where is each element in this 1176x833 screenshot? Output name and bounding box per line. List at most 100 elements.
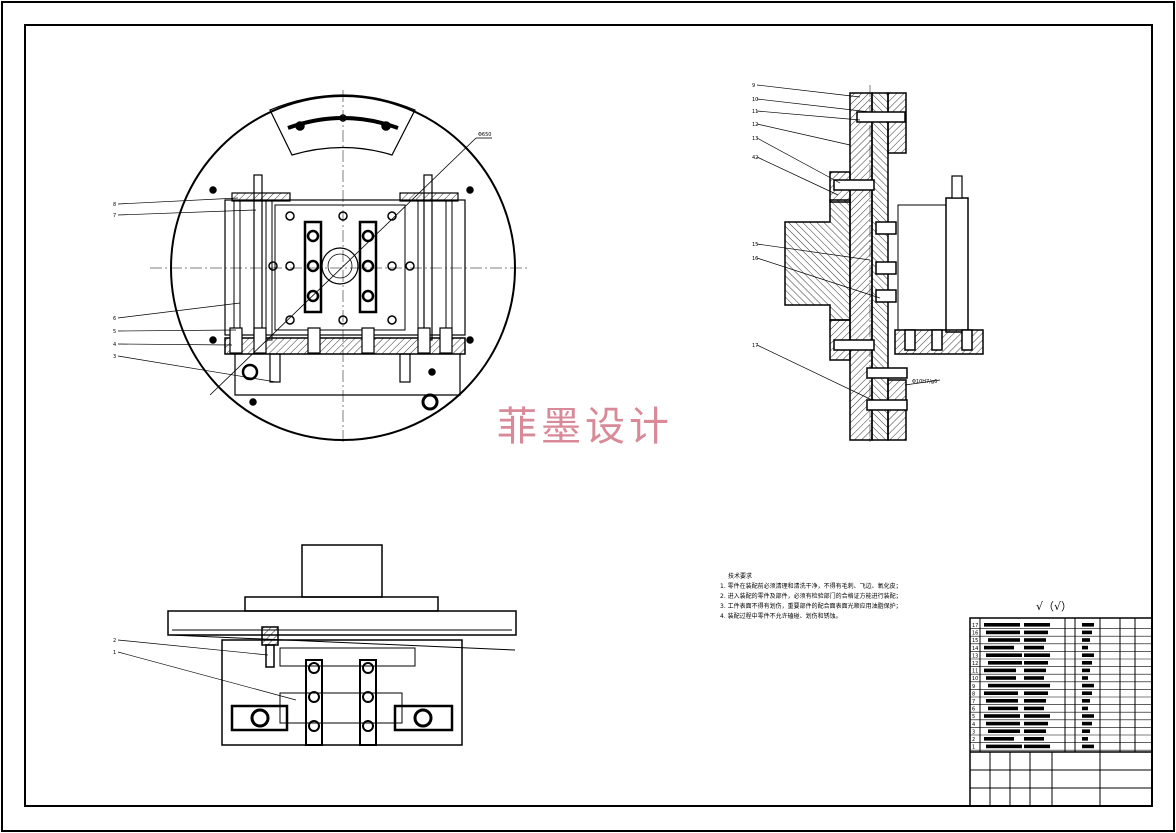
bom-row-number: 4	[972, 722, 975, 728]
bom-row-number: 3	[972, 729, 975, 735]
bom-cell-text	[984, 714, 1020, 718]
bom-row-number: 8	[972, 691, 975, 697]
bom-cell-text	[1024, 661, 1048, 665]
bom-cell-text	[988, 683, 1024, 688]
bom-cell-text	[986, 653, 1022, 657]
dimension-phi650: Φ650	[478, 132, 491, 138]
bom-row-number: 11	[972, 669, 978, 675]
leader-label: 9	[752, 83, 755, 89]
bom-cell-text	[1024, 630, 1048, 635]
bom-cell-text	[1024, 676, 1044, 680]
bom-cell-text	[1082, 645, 1088, 650]
bom-cell-text	[1024, 691, 1048, 695]
bom-cell-text	[1082, 661, 1092, 665]
bom-cell-text	[1024, 706, 1044, 711]
tech-req-title: 技术要求	[728, 572, 752, 580]
bom-cell-text	[1024, 683, 1050, 688]
bom-cell-text	[1024, 653, 1050, 657]
bom-row-number: 7	[972, 699, 975, 705]
bom-cell-text	[1024, 645, 1044, 650]
front-view	[117, 90, 530, 445]
bom-cell-text	[1082, 668, 1090, 673]
tech-req-item: 3. 工件表面不得有划伤，重要部件的配合面表面光顺应用油脂保护；	[720, 602, 902, 610]
bom-cell-text	[1024, 721, 1048, 726]
bom-cell-text	[1082, 683, 1094, 688]
bom-row-number: 14	[972, 646, 978, 652]
tech-req-item: 2. 进入装配的零件及部件，必须有检验部门的合格证方能进行装配；	[720, 592, 902, 600]
bom-cell-text	[1024, 744, 1050, 749]
leader-label: 11	[752, 109, 758, 115]
bom-cell-text	[1082, 729, 1090, 733]
tech-req-item: 1. 零件在装配前必须清理和清洗干净，不得有毛刺、飞边、氧化皮；	[720, 582, 902, 590]
bom-cell-text	[1082, 699, 1090, 703]
bom-row-number: 9	[972, 684, 975, 690]
bom-cell-text	[1082, 676, 1088, 680]
bom-cell-text	[988, 729, 1020, 733]
bom-cell-text	[986, 676, 1016, 680]
bom-row-number: 10	[972, 676, 978, 682]
bom-row-number: 2	[972, 737, 975, 743]
bom-cell-text	[1024, 623, 1050, 627]
bom-row-number: 16	[972, 631, 978, 637]
bom-cell-text	[1082, 623, 1094, 627]
leader-label: 17	[752, 343, 758, 349]
leader-label: 15	[752, 242, 758, 248]
bom-cell-text	[1082, 737, 1088, 741]
bom-cell-text	[1082, 691, 1092, 695]
bom-cell-text	[986, 630, 1020, 635]
bom-cell-text	[988, 661, 1022, 665]
leader-label: 42	[752, 155, 758, 161]
bom-cell-text	[988, 706, 1018, 711]
bom-cell-text	[988, 638, 1020, 642]
bom-cell-text	[986, 721, 1020, 726]
bom-cell-text	[984, 623, 1020, 627]
leader-label: 3	[113, 354, 116, 360]
bom-cell-text	[1082, 714, 1094, 718]
leader-label: 2	[113, 638, 116, 644]
leader-label: 8	[113, 202, 116, 208]
bom-cell-text	[1082, 721, 1092, 726]
bom-cell-text	[986, 744, 1022, 749]
bom-cell-text	[1082, 653, 1094, 657]
bom-cell-text	[1082, 706, 1088, 711]
bom-cell-text	[1082, 744, 1094, 749]
leader-label: 7	[113, 213, 116, 219]
side-view	[756, 84, 984, 445]
bom-row-number: 12	[972, 661, 978, 667]
leader-label: 5	[113, 329, 116, 335]
bom-cell-text	[1024, 638, 1046, 642]
bom-row-number: 1	[972, 745, 975, 751]
tech-req-item: 4. 装配过程中零件不允许磕碰、划伤和锈蚀。	[720, 612, 842, 620]
bom-row-number: 17	[972, 623, 978, 629]
bom-cell-text	[1024, 737, 1044, 741]
leader-label: 4	[113, 342, 116, 348]
leader-label: 12	[752, 122, 758, 128]
bom-row-number: 6	[972, 707, 975, 713]
bom-cell-text	[984, 691, 1018, 695]
watermark: 菲墨设计	[497, 404, 673, 450]
leader-label: 6	[113, 316, 116, 322]
bom-cell-text	[986, 699, 1018, 703]
bom-cell-text	[984, 737, 1014, 741]
bom-row-number: 15	[972, 638, 978, 644]
bom-cell-text	[1024, 699, 1046, 703]
leader-label: 16	[752, 256, 758, 262]
leader-label: 10	[752, 97, 758, 103]
inner-border	[24, 24, 1153, 807]
bottom-view	[117, 544, 517, 746]
bom-cell-text	[1024, 714, 1050, 718]
bom-row-number: 13	[972, 653, 978, 659]
roughness-symbol: √（√）	[1036, 600, 1072, 613]
leader-label: 13	[752, 136, 758, 142]
bom-cell-text	[1082, 638, 1090, 642]
bom-cell-text	[984, 668, 1016, 673]
fit-note: Φ10H7/g6	[912, 379, 937, 385]
bom-row-number: 5	[972, 714, 975, 720]
leader-label: 1	[113, 650, 116, 656]
bom-cell-text	[984, 645, 1014, 650]
bom-cell-text	[1024, 668, 1046, 673]
bom-cell-text	[1024, 729, 1046, 733]
